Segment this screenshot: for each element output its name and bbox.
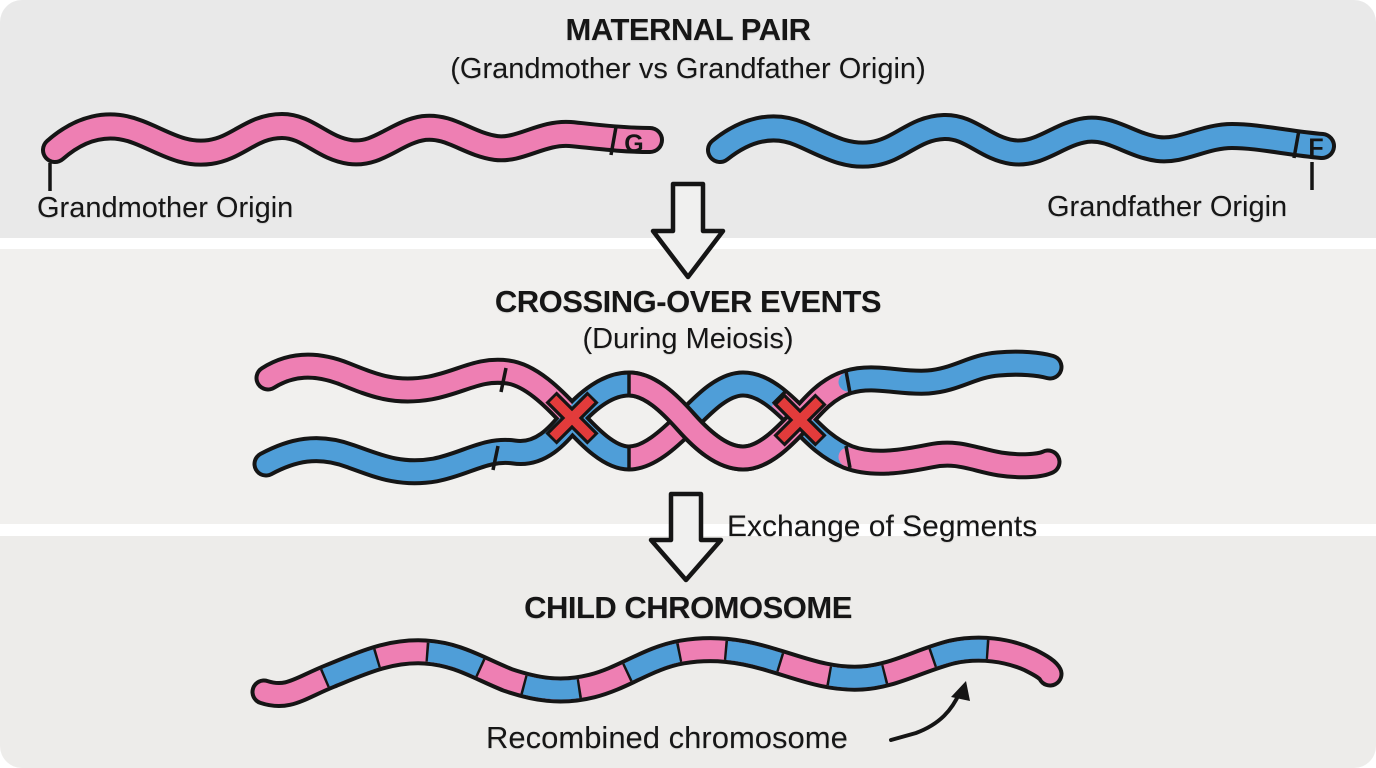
grandfather-chromosome: F: [706, 113, 1336, 190]
down-arrow-icon-1: [650, 181, 726, 280]
crossover-x-icon: [773, 393, 827, 447]
child-chromosome-blue-segments: [261, 639, 1059, 705]
braid-front-cross-body: [628, 374, 807, 468]
g-marker-letter: G: [624, 130, 643, 158]
grandmother-origin-label: Grandmother Origin: [37, 192, 294, 224]
crossover-x-icon: [545, 391, 599, 445]
recombined-pointer-arrow: [889, 681, 970, 742]
maternal-subtitle: (Grandmother vs Grandfather Origin): [450, 53, 926, 85]
grandmother-chromosome: G: [41, 111, 664, 191]
f-marker-letter: F: [1308, 134, 1323, 162]
braid-segment: [256, 408, 582, 482]
down-arrow-icon-2: [648, 491, 724, 583]
crossing-over-braid: [252, 349, 1064, 486]
g-marker-separator: [609, 126, 618, 156]
grandfather-origin-label: Grandfather Origin: [1047, 191, 1288, 223]
braid-segment: [258, 356, 582, 428]
maternal-title: MATERNAL PAIR: [565, 12, 811, 47]
child-title: CHILD CHROMOSOME: [524, 590, 852, 625]
crossing-subtitle: (During Meiosis): [582, 323, 794, 355]
f-marker-separator: [1292, 129, 1301, 159]
braid-segment-boundaries: [491, 367, 852, 471]
braid-segment: [838, 353, 1060, 392]
crossing-section-background: [0, 249, 1376, 524]
recombined-chromosome-label: Recombined chromosome: [486, 720, 848, 755]
braid-segment: [838, 444, 1058, 476]
grandmother-chromosome-body: [45, 115, 660, 163]
grandfather-chromosome-body: [710, 117, 1332, 165]
exchange-of-segments-label: Exchange of Segments: [727, 510, 1038, 543]
arrowhead-icon: [951, 681, 970, 701]
crossing-title: CROSSING-OVER EVENTS: [494, 284, 882, 319]
child-chromosome: [250, 635, 1064, 709]
